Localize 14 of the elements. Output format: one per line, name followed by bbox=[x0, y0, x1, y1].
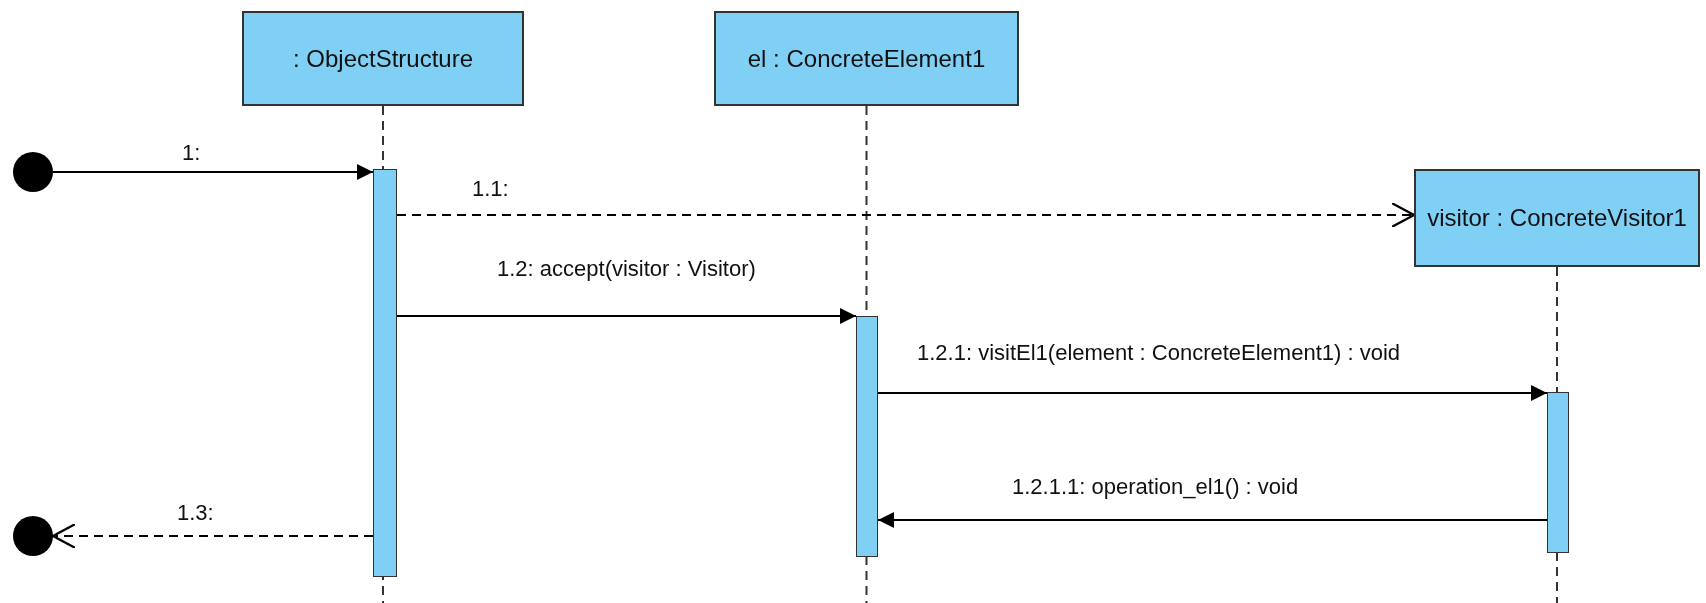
lifeline-header: : ObjectStructure bbox=[242, 11, 524, 106]
activation-bar bbox=[1547, 392, 1569, 553]
lifeline-header: visitor : ConcreteVisitor1 bbox=[1414, 169, 1700, 267]
activation-bar bbox=[856, 316, 878, 557]
activation-bar bbox=[373, 169, 397, 577]
lifeline-header: el : ConcreteElement1 bbox=[714, 11, 1019, 106]
endpoint-dot bbox=[13, 516, 53, 556]
message-arrow bbox=[877, 512, 1548, 528]
return-arrow bbox=[396, 201, 1416, 229]
return-arrow bbox=[51, 522, 374, 550]
message-arrow bbox=[52, 164, 374, 180]
message-arrow bbox=[877, 385, 1548, 401]
endpoint-dot bbox=[13, 152, 53, 192]
message-arrow bbox=[396, 308, 857, 324]
